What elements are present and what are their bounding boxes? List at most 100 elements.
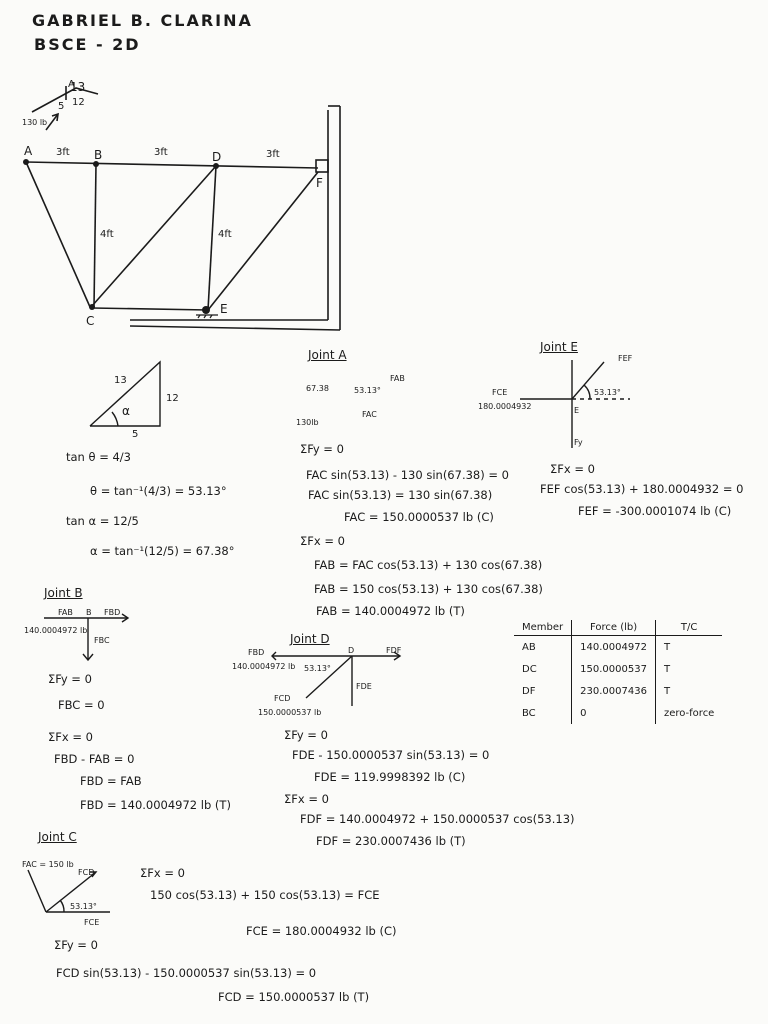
inset-load-label: 130 lb <box>22 118 48 127</box>
table-cell: T <box>663 685 671 697</box>
inset-node-label: A <box>68 79 75 90</box>
joint-d-eq-3: FDE = 119.9998392 lb (C) <box>314 770 466 784</box>
table-cell: DF <box>514 680 573 702</box>
inset-base-label: 5 <box>58 101 65 112</box>
joint-d-fbd-val: 140.0004972 lb <box>232 662 296 671</box>
inset-vert-label: 12 <box>72 97 85 108</box>
joint-b-fab-val: 140.0004972 lb <box>24 626 88 635</box>
joint-e-fy: Fy <box>574 438 583 447</box>
joint-d-fdf: FDF <box>386 646 402 655</box>
angle-line-1: tan θ = 4/3 <box>66 450 131 464</box>
table-row: DF 230.0007436 T <box>514 680 722 702</box>
table-row: BC 0 zero-force <box>514 702 722 724</box>
joint-a-eq-4: FAC = 150.0000537 lb (C) <box>344 510 494 524</box>
joint-a-eq-2: FAC sin(53.13) - 130 sin(67.38) = 0 <box>306 468 509 482</box>
joint-a-eq-3: FAC sin(53.13) = 130 sin(67.38) <box>308 488 493 502</box>
joint-b-fbd: FBD <box>104 608 121 617</box>
joint-d-eq-2: FDE - 150.0000537 sin(53.13) = 0 <box>292 748 490 762</box>
student-section: BSCE - 2D <box>34 35 141 54</box>
joint-c-eq-6: FCD = 150.0000537 lb (T) <box>218 990 370 1004</box>
joint-b-eq-4: FBD - FAB = 0 <box>54 752 135 766</box>
joint-b-eq-5: FBD = FAB <box>80 774 142 788</box>
joint-a-eq-7: FAB = 150 cos(53.13) + 130 cos(67.38) <box>314 582 543 596</box>
joint-d-node: D <box>348 646 355 655</box>
joint-d-fcd-val: 150.0000537 lb <box>258 708 322 717</box>
node-e-label: E <box>220 302 228 316</box>
joint-a-fac: FAC <box>362 410 377 419</box>
joint-c-eq-5: FCD sin(53.13) - 150.0000537 sin(53.13) … <box>56 966 317 980</box>
height-label-1: 4ft <box>100 229 114 240</box>
joint-b-title: Joint B <box>44 586 83 600</box>
joint-b-fbc: FBC <box>94 636 110 645</box>
angle-line-2: θ = tan⁻¹(4/3) = 53.13° <box>90 484 227 498</box>
joint-c-eq-3: FCE = 180.0004932 lb (C) <box>246 924 397 938</box>
joint-e-title: Joint E <box>540 340 578 354</box>
angle-line-4: α = tan⁻¹(12/5) = 67.38° <box>90 544 235 558</box>
joint-a-eq-1: ΣFy = 0 <box>300 442 344 456</box>
table-header-member: Member <box>514 620 573 636</box>
joint-b-eq-3: ΣFx = 0 <box>48 730 93 744</box>
joint-c-eq-1: ΣFx = 0 <box>140 866 185 880</box>
table-cell: zero-force <box>663 707 715 719</box>
triangle-angle: α <box>122 404 130 418</box>
joint-d-eq-6: FDF = 230.0007436 lb (T) <box>316 834 466 848</box>
joint-e-fce-val: 180.0004932 <box>478 402 532 411</box>
joint-b-node: B <box>86 608 92 617</box>
joint-c-fcd: FCD <box>78 868 95 877</box>
node-d-label: D <box>212 150 222 164</box>
joint-e-eq-3: FEF = -300.0001074 lb (C) <box>578 504 732 518</box>
joint-a-title: Joint A <box>308 348 347 362</box>
table-header-tc: T/C <box>655 620 723 636</box>
member-force-table: Member Force (lb) T/C AB 140.0004972 T D… <box>514 620 723 724</box>
joint-e-angle: 53.13° <box>594 388 621 397</box>
joint-d-eq-5: FDF = 140.0004972 + 150.0000537 cos(53.1… <box>300 812 575 826</box>
span-label-2: 3ft <box>154 147 168 158</box>
joint-c-fac: FAC = 150 lb <box>22 860 74 869</box>
joint-c-fce: FCE <box>84 918 100 927</box>
joint-d-fbd: FBD <box>248 648 265 657</box>
table-row: DC 150.0000537 T <box>514 658 722 680</box>
joint-c-eq-4: ΣFy = 0 <box>54 938 98 952</box>
table-row: AB 140.0004972 T <box>514 635 722 658</box>
table-cell: 230.0007436 <box>571 680 656 702</box>
node-a-label: A <box>24 144 33 158</box>
joint-c-angle: 53.13° <box>70 902 97 911</box>
node-b-label: B <box>94 148 103 162</box>
table-cell: T <box>663 663 671 675</box>
span-label-3: 3ft <box>266 149 280 160</box>
height-label-2: 4ft <box>218 229 232 240</box>
angle-line-3: tan α = 12/5 <box>66 514 139 528</box>
student-name: GABRIEL B. CLARINA <box>32 11 253 30</box>
table-cell: 140.0004972 <box>571 635 656 658</box>
joint-b-fab: FAB <box>58 608 73 617</box>
joint-d-title: Joint D <box>290 632 330 646</box>
joint-d-fcd: FCD <box>274 694 291 703</box>
joint-e-eq-1: ΣFx = 0 <box>550 462 595 476</box>
joint-e-eq-2: FEF cos(53.13) + 180.0004932 = 0 <box>540 482 744 496</box>
table-cell: 150.0000537 <box>571 658 656 680</box>
joint-a-eq-5: ΣFx = 0 <box>300 534 345 548</box>
inset-hyp-label: 13 <box>70 80 86 94</box>
table-cell: DC <box>514 658 573 680</box>
joint-a-ang2: 53.13° <box>354 386 381 395</box>
joint-d-eq-4: ΣFx = 0 <box>284 792 329 806</box>
node-f-label: F <box>316 176 323 190</box>
joint-e-fce: FCE <box>492 388 508 397</box>
triangle-vert: 12 <box>166 393 179 404</box>
table-cell: BC <box>514 702 573 724</box>
triangle-hyp: 13 <box>114 375 127 386</box>
joint-a-eq-6: FAB = FAC cos(53.13) + 130 cos(67.38) <box>314 558 543 572</box>
node-c-label: C <box>86 314 95 328</box>
joint-d-eq-1: ΣFy = 0 <box>284 728 328 742</box>
table-cell: 0 <box>571 702 656 724</box>
joint-e-node: E <box>574 406 580 415</box>
joint-a-load: 130lb <box>296 418 319 427</box>
joint-a-ang1: 67.38 <box>306 384 329 393</box>
joint-b-eq-2: FBC = 0 <box>58 698 105 712</box>
table-header-row: Member Force (lb) T/C <box>514 620 723 636</box>
joint-d-fde: FDE <box>356 682 372 691</box>
joint-c-eq-2: 150 cos(53.13) + 150 cos(53.13) = FCE <box>150 888 380 902</box>
table-cell: AB <box>514 635 573 658</box>
